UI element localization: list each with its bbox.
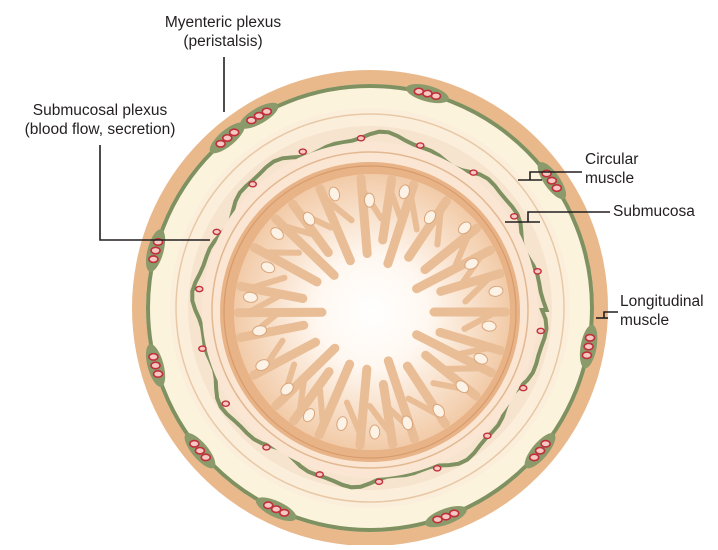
submucosal-neuron xyxy=(434,466,441,471)
submucosal-neuron xyxy=(375,479,382,484)
longitudinal-line1: Longitudinal xyxy=(620,292,716,311)
submucosal-neuron xyxy=(520,385,527,390)
gland xyxy=(370,425,380,439)
submucosal-neuron xyxy=(316,472,323,477)
submucosal-neuron xyxy=(196,286,203,291)
neuron-cell xyxy=(423,90,432,96)
myenteric-line1: Myenteric plexus xyxy=(148,13,298,32)
submucosal-line1: Submucosal plexus xyxy=(4,101,196,120)
submucosal-line2: (blood flow, secretion) xyxy=(4,120,196,139)
neuron-cell xyxy=(190,441,199,447)
neuron-cell xyxy=(201,454,210,460)
mucosal-fold-branch xyxy=(320,390,323,426)
circular-line2: muscle xyxy=(585,169,685,188)
neuron-cell xyxy=(584,343,593,349)
neuron-cell xyxy=(582,352,591,358)
submucosal-neuron xyxy=(222,401,229,406)
myenteric-line2: (peristalsis) xyxy=(148,32,298,51)
neuron-cell xyxy=(255,113,264,119)
neuron-cell xyxy=(151,362,160,368)
neuron-cell xyxy=(216,141,225,147)
neuron-cell xyxy=(541,441,550,447)
longitudinal-line2: muscle xyxy=(620,311,716,330)
neuron-cell xyxy=(151,247,160,253)
submucosal-neuron xyxy=(263,445,270,450)
submucosal-neuron xyxy=(417,143,424,148)
neuron-cell xyxy=(247,117,256,123)
neuron-cell xyxy=(552,185,561,191)
submucosal-neuron xyxy=(357,136,364,141)
neuron-cell xyxy=(547,177,556,183)
neuron-cell xyxy=(195,447,204,453)
submucosa-line1: Submucosa xyxy=(613,202,713,221)
neuron-cell xyxy=(585,335,594,341)
submucosal-neuron xyxy=(511,214,518,219)
label-longitudinal-muscle: Longitudinal muscle xyxy=(620,292,716,330)
submucosal-neuron xyxy=(213,229,220,234)
neuron-cell xyxy=(414,88,423,94)
label-submucosal-plexus: Submucosal plexus (blood flow, secretion… xyxy=(4,101,196,139)
neuron-cell xyxy=(230,129,239,135)
neuron-cell xyxy=(264,502,273,508)
neuron-cell xyxy=(431,93,440,99)
neuron-cell xyxy=(433,516,442,522)
submucosal-neuron xyxy=(299,149,306,154)
label-myenteric-plexus: Myenteric plexus (peristalsis) xyxy=(148,13,298,51)
submucosal-neuron xyxy=(199,346,206,351)
neuron-cell xyxy=(536,447,545,453)
neuron-cell xyxy=(441,513,450,519)
mucosal-fold-branch xyxy=(437,209,441,245)
neuron-cell xyxy=(223,135,232,141)
submucosal-neuron xyxy=(534,269,541,274)
circular-line1: Circular xyxy=(585,150,685,169)
neuron-cell xyxy=(154,371,163,377)
gland xyxy=(364,193,374,207)
label-submucosa: Submucosa xyxy=(613,202,713,221)
submucosal-neuron xyxy=(249,182,256,187)
neuron-cell xyxy=(262,108,271,114)
neuron-cell xyxy=(530,454,539,460)
label-circular-muscle: Circular muscle xyxy=(585,150,685,188)
neuron-cell xyxy=(149,256,158,262)
mucosal-fold-branch xyxy=(447,368,483,369)
neuron-cell xyxy=(149,354,158,360)
submucosal-neuron xyxy=(470,170,477,175)
submucosal-neuron xyxy=(484,433,491,438)
submucosal-neuron xyxy=(537,328,544,333)
